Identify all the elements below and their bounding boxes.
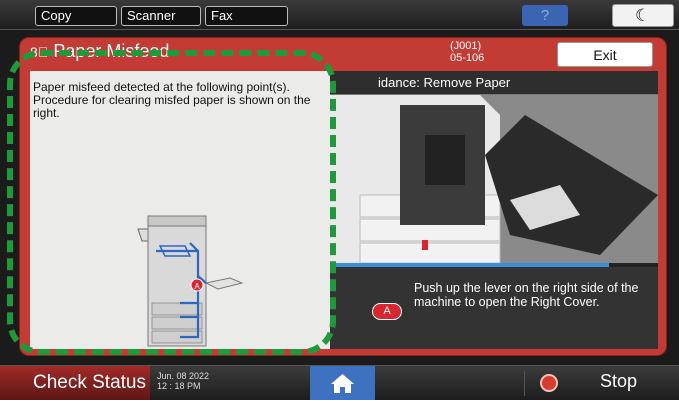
home-button[interactable] — [310, 366, 375, 400]
tab-copy[interactable]: Copy — [35, 6, 117, 26]
home-icon — [331, 374, 354, 393]
top-bar: Copy Scanner Fax ? ☾ — [0, 0, 679, 30]
stop-button[interactable]: Stop — [600, 371, 638, 391]
dialog-title: 8⃝ Paper Misfeed — [30, 41, 170, 61]
stop-icon[interactable] — [540, 374, 558, 392]
guidance-progress-bar — [330, 263, 658, 267]
tab-fax[interactable]: Fax — [205, 6, 288, 26]
misfeed-point-marker — [190, 278, 204, 292]
night-mode-button[interactable]: ☾ — [612, 4, 674, 27]
guidance-panel: idance: Remove Paper A — [330, 71, 658, 349]
help-button[interactable]: ? — [522, 5, 568, 26]
guidance-title: idance: Remove Paper — [330, 71, 658, 95]
svg-text:A: A — [194, 282, 200, 291]
exit-button[interactable]: Exit — [557, 42, 653, 67]
divider — [524, 371, 525, 396]
dialog-body: Paper misfeed detected at the following … — [30, 71, 658, 349]
progress-fill — [330, 263, 609, 267]
guidance-photo — [330, 95, 658, 263]
step-badge: A — [372, 303, 402, 320]
guidance-instruction: Push up the lever on the right side of t… — [414, 281, 639, 309]
printer-diagram: A — [137, 215, 244, 347]
misfeed-location-panel: Paper misfeed detected at the following … — [30, 71, 330, 349]
printer-open-cover-image — [330, 95, 658, 263]
check-status-button[interactable]: Check Status — [0, 366, 150, 400]
date-time: Jun. 08 2022 12 : 18 PM — [157, 371, 210, 391]
bottom-bar: Check Status Jun. 08 2022 12 : 18 PM Sto… — [0, 365, 679, 400]
misfeed-description: Paper misfeed detected at the following … — [33, 80, 311, 120]
paper-misfeed-dialog: 8⃝ Paper Misfeed (J001) 05-106 Exit Pape… — [19, 37, 667, 356]
tab-scanner[interactable]: Scanner — [121, 6, 201, 26]
error-code: (J001) 05-106 — [450, 40, 485, 64]
error-icon: 8⃝ — [30, 44, 49, 60]
moon-icon: ☾ — [635, 6, 651, 25]
